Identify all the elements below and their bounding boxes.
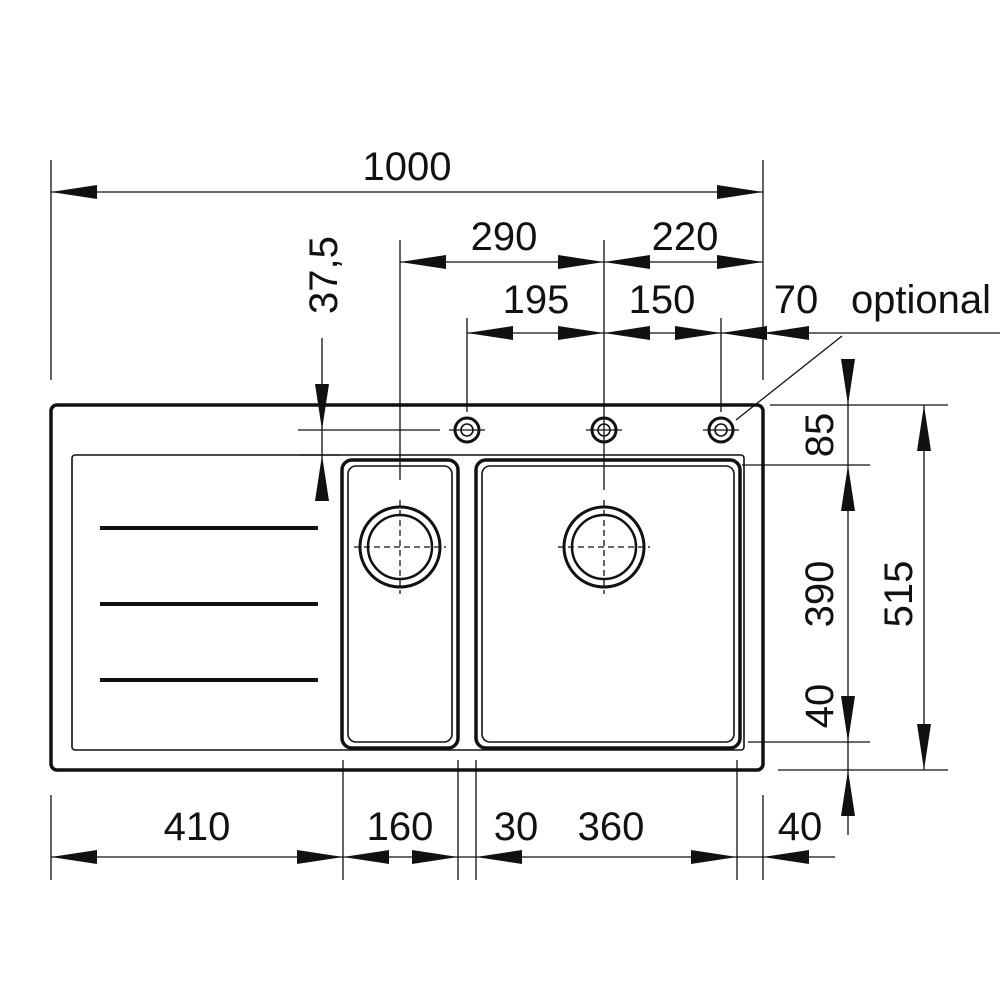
small-bowl <box>340 458 460 750</box>
dim-37-5: 37,5 <box>302 236 346 314</box>
dim-195: 195 <box>503 278 570 322</box>
dim-360: 360 <box>578 805 645 849</box>
tap-holes <box>449 416 739 444</box>
dim-515: 515 <box>877 561 921 628</box>
dim-70: 70 <box>774 278 819 322</box>
extension-lines <box>50 160 948 880</box>
dim-right-40: 40 <box>778 805 823 849</box>
dimension-labels: 1000 290 220 195 150 70 optional 37,5 85… <box>164 145 991 849</box>
large-bowl-outline <box>474 458 742 750</box>
dim-290: 290 <box>471 215 538 259</box>
dim-150: 150 <box>629 278 696 322</box>
tap-hole-optional <box>703 416 739 444</box>
dim-85: 85 <box>798 413 842 458</box>
sink-inner-recess <box>71 454 745 751</box>
dim-front-40: 40 <box>798 684 842 729</box>
optional-label: optional <box>851 278 991 322</box>
large-bowl-inner <box>481 465 735 743</box>
dim-overall-width: 1000 <box>363 145 452 189</box>
large-bowl <box>474 458 742 750</box>
drainer-area <box>100 526 318 682</box>
sink-outer-rim <box>49 403 765 772</box>
sink-outline <box>49 403 765 772</box>
dim-410: 410 <box>164 805 231 849</box>
dim-390: 390 <box>798 561 842 628</box>
dim-30: 30 <box>494 805 539 849</box>
tap-hole-left <box>449 416 485 444</box>
dim-160: 160 <box>367 805 434 849</box>
dimension-lines <box>51 185 1000 864</box>
dim-220: 220 <box>652 215 719 259</box>
